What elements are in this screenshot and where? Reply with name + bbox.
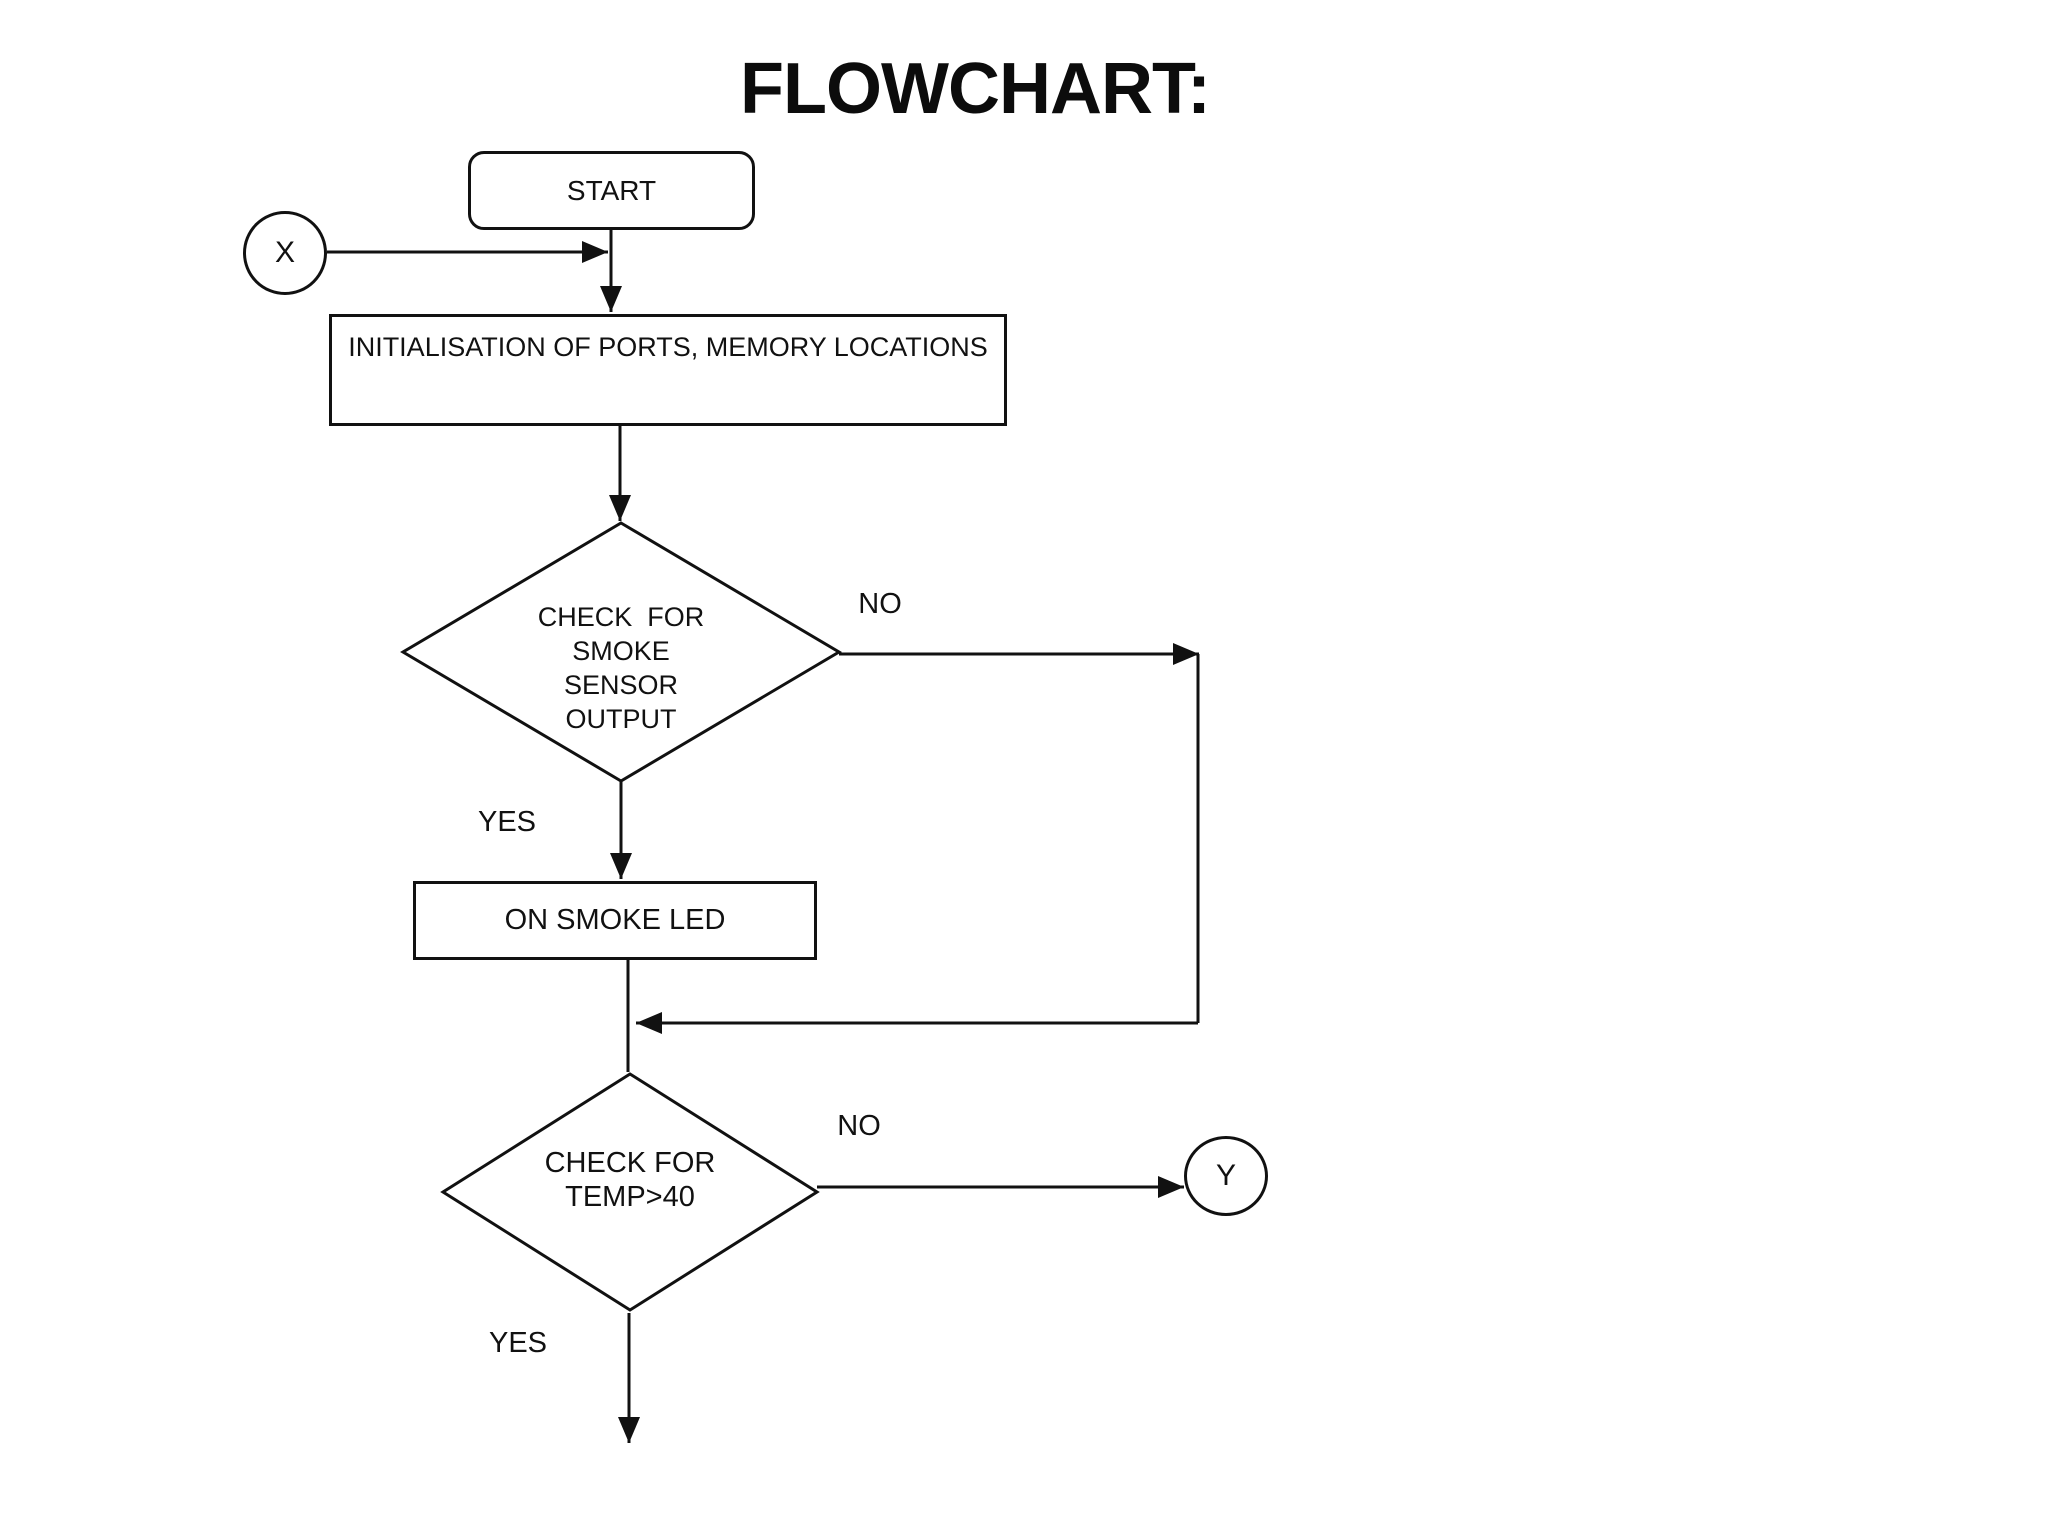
connector-x: X bbox=[243, 211, 327, 295]
node-initialisation-label: INITIALISATION OF PORTS, MEMORY LOCATION… bbox=[348, 332, 988, 362]
decision-check-smoke-line3: SENSOR bbox=[563, 670, 679, 700]
decision-check-smoke-line2: SMOKE bbox=[572, 636, 670, 666]
decision-check-temp-shape bbox=[440, 1072, 820, 1312]
decision-check-smoke-line4: OUTPUT bbox=[565, 704, 677, 734]
connector-x-label: X bbox=[274, 236, 295, 269]
edge-label-temp-yes: YES bbox=[488, 1327, 548, 1359]
edge-label-smoke-no: NO bbox=[858, 588, 902, 620]
edge-label-smoke-yes: YES bbox=[477, 806, 537, 838]
node-start-label: START bbox=[566, 174, 657, 206]
node-start: START bbox=[468, 151, 755, 230]
node-initialisation: INITIALISATION OF PORTS, MEMORY LOCATION… bbox=[329, 314, 1007, 426]
decision-check-temp-label: CHECK FOR TEMP>40 bbox=[480, 1146, 780, 1214]
connector-y-label: Y bbox=[1215, 1159, 1236, 1192]
node-on-smoke-led-label: ON SMOKE LED bbox=[504, 904, 726, 936]
connector-y: Y bbox=[1184, 1136, 1268, 1216]
decision-check-temp-line1: CHECK FOR bbox=[544, 1147, 716, 1179]
page-title: FLOWCHART: bbox=[740, 49, 1211, 129]
edge-label-temp-no: NO bbox=[837, 1110, 881, 1142]
decision-check-smoke-label: CHECK FOR SMOKE SENSOR OUTPUT bbox=[471, 600, 771, 736]
decision-check-smoke-line1: CHECK FOR bbox=[537, 602, 705, 632]
decision-check-temp-line2: TEMP>40 bbox=[565, 1181, 695, 1213]
node-on-smoke-led: ON SMOKE LED bbox=[413, 881, 817, 960]
